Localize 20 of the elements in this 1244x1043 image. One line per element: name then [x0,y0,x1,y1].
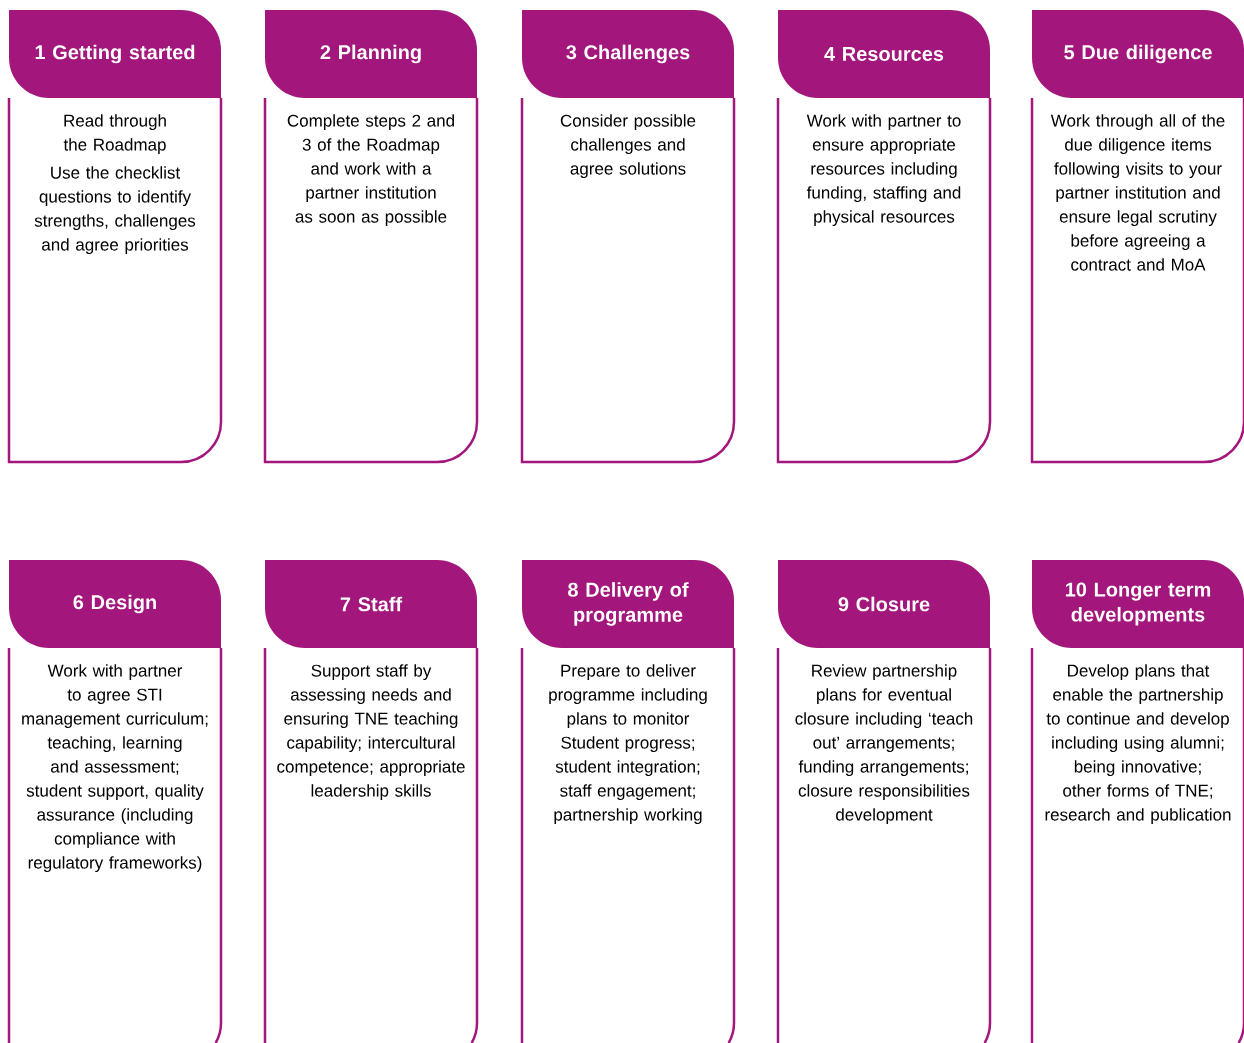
card-header: 3 Challenges [522,10,734,98]
card-body: Develop plans that enable the partnership to continue and develop including using alumni; being innovative; other forms of TNE; research and publication [1030,648,1244,1043]
card-header: 1 Getting started [9,10,221,98]
card-body: Work through all of the due diligence items following visits to your partner institution and ensure legal scrutiny before agreeing a contract and MoA [1030,98,1244,464]
card-header: 8 Delivery of programme [522,560,734,648]
card-header: 6 Design [9,560,221,648]
card-header: 4 Resources [778,10,990,98]
card-body: Work with partner to ensure appropriate resources including funding, staffing and physical resources [776,98,992,464]
card-body: Work with partner to agree STI management curriculum; teaching, learning and assessment; student support, quality assurance (including compliance with regulatory frameworks) [7,648,223,1043]
card-header: 2 Planning [265,10,477,98]
card-header: 10 Longer term developments [1032,560,1244,648]
card-body: Support staff by assessing needs and ensuring TNE teaching capability; intercultural competence; appropriate leadership skills [263,648,479,1043]
card-body: Consider possible challenges and agree solutions [520,98,736,464]
card-body: Prepare to deliver programme including plans to monitor Student progress; student integration; staff engagement; partnership working [520,648,736,1043]
card-header: 7 Staff [265,560,477,648]
card-body: Review partnership plans for eventual closure including ‘teach out’ arrangements; funding arrangements; closure responsibilities development [776,648,992,1043]
card-body: Complete steps 2 and 3 of the Roadmap and work with a partner institution as soon as possible [263,98,479,464]
card-header: 9 Closure [778,560,990,648]
card-body: Read through the Roadmap Use the checklist questions to identify strengths, challenges and agree priorities [7,98,223,464]
card-header: 5 Due diligence [1032,10,1244,98]
